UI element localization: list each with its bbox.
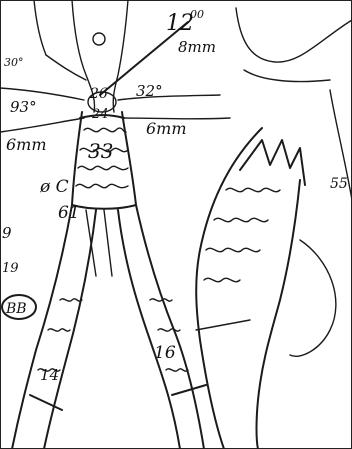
label-left-size: 6mm [6,135,47,154]
label-left-ref: ø C [39,177,69,197]
label-left-angle: 93° [10,98,37,116]
label-left-corner: 30° [4,56,24,69]
label-top-diameter-sup: 00 [190,8,204,21]
label-side-9: 9 [2,224,12,242]
labels: 12 00 8mm 30° 93° 6mm 26 24 32° 6mm 33 ø… [2,8,348,384]
left-iliac-limb [12,205,112,449]
label-main-body: 33 [88,139,113,163]
label-side-19: 19 [2,261,19,276]
label-left-len: 61 [58,203,80,223]
label-right-size: 6mm [146,119,187,138]
label-right-limb: 16 [154,343,176,363]
right-vessel-graft [196,128,336,449]
label-right-angle: 32° [136,82,163,100]
label-far-right: 55 [330,176,348,192]
label-circled: BB [5,301,27,317]
label-left-limb: 14 [40,366,59,384]
label-center-top: 26 [89,86,108,102]
ostium-circle [93,33,105,45]
label-top-length: 8mm [178,38,216,56]
right-iliac-limb [118,205,206,449]
